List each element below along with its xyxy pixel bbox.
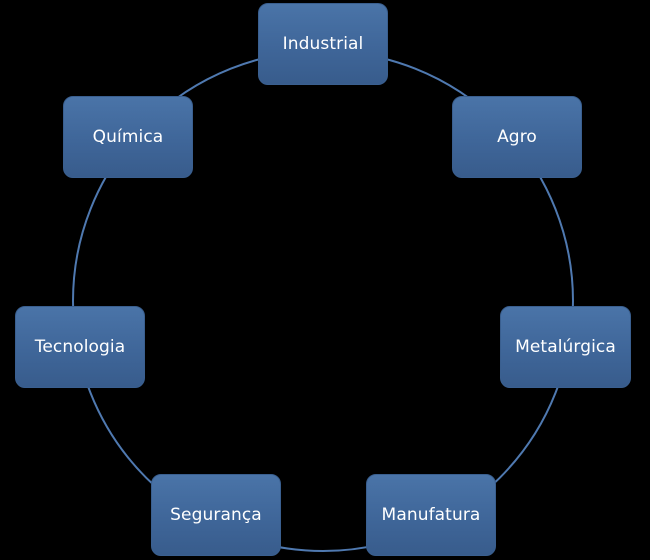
node-label: Segurança (170, 505, 262, 525)
node-manufatura: Manufatura (366, 474, 496, 556)
node-metalurgica: Metalúrgica (500, 306, 631, 388)
node-label: Industrial (282, 34, 364, 54)
node-industrial: Industrial (258, 3, 388, 85)
node-label: Manufatura (381, 505, 481, 525)
node-tecnologia: Tecnologia (15, 306, 145, 388)
node-seguranca: Segurança (151, 474, 281, 556)
node-label: Tecnologia (34, 337, 126, 357)
node-label: Agro (497, 127, 537, 147)
node-agro: Agro (452, 96, 582, 178)
node-label: Química (92, 127, 164, 147)
node-label: Metalúrgica (515, 337, 616, 357)
node-quimica: Química (63, 96, 193, 178)
